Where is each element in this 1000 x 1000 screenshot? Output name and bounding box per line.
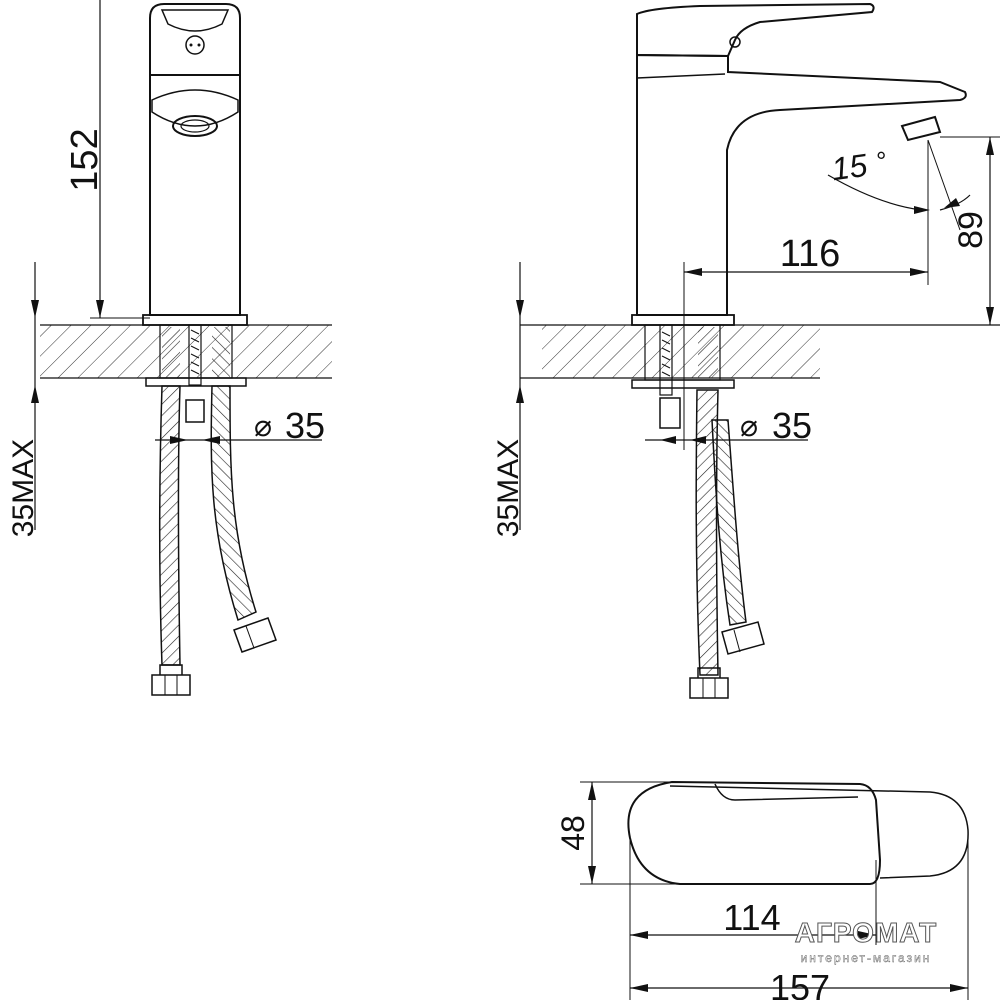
dim-side-thickness: 35MAX — [492, 439, 525, 537]
dim-side-angle-degree: ° — [876, 146, 886, 176]
side-hose-back — [711, 419, 747, 626]
dim-side-spout-height: 89 — [952, 211, 990, 249]
front-nut-left — [151, 664, 191, 696]
front-countertop — [40, 325, 332, 378]
dim-front-hole-symbol: ⌀ — [254, 410, 272, 443]
dim-front-hole: 35 — [285, 405, 325, 446]
dim-top-handle-length: 114 — [723, 897, 780, 938]
side-countertop — [542, 325, 820, 378]
dim-front-thickness: 35MAX — [7, 439, 40, 537]
top-view: 48 114 157 — [555, 780, 969, 1000]
side-nut-back — [721, 621, 765, 655]
dim-side-hole-symbol: ⌀ — [740, 410, 758, 443]
dim-top-total-length: 157 — [770, 967, 830, 1000]
dim-side-reach: 116 — [780, 233, 841, 275]
front-hose-right — [210, 385, 257, 622]
front-hose-left — [158, 385, 181, 666]
dim-front-height: 152 — [64, 128, 106, 191]
dim-top-width: 48 — [555, 815, 591, 851]
side-aerator — [900, 115, 942, 142]
side-handle — [636, 2, 875, 58]
dim-side-hole: 35 — [772, 405, 812, 446]
front-body — [149, 74, 241, 316]
watermark-tagline: интернет-магазин — [801, 951, 932, 965]
front-handle — [149, 3, 241, 76]
front-nut-right — [233, 617, 277, 653]
front-view: 152 35MAX ⌀ 35 — [7, 0, 332, 696]
dim-side-angle: 15 — [829, 147, 869, 188]
side-view: 35MAX ⌀ 35 116 89 15 ° — [492, 2, 1000, 699]
side-body — [636, 53, 967, 316]
front-handle-screw — [185, 35, 205, 55]
front-aerator — [172, 115, 218, 137]
watermark-brand: АГРОМАТ — [795, 917, 937, 948]
watermark: АГРОМАТ интернет-магазин — [794, 917, 937, 966]
